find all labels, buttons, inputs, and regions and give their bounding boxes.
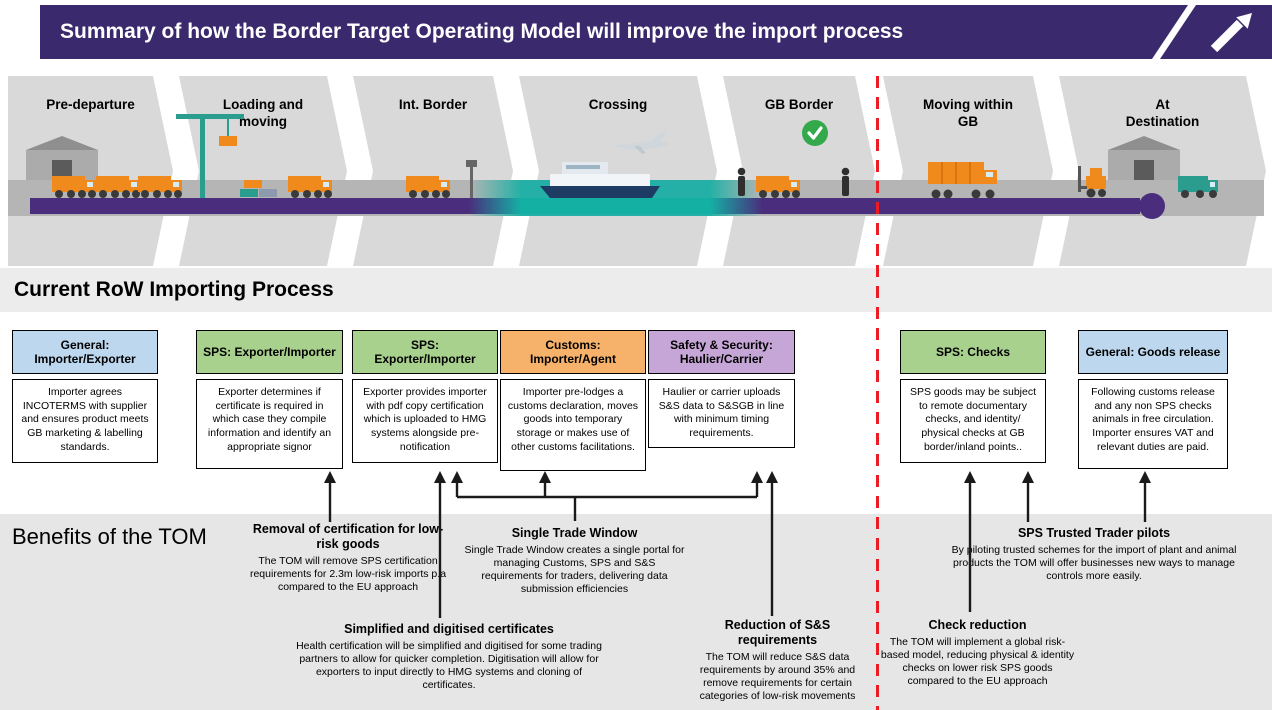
benefit-title: Reduction of S&S requirements bbox=[724, 618, 831, 647]
box-header: SPS: Exporter/Importer bbox=[352, 330, 498, 374]
stage-label: Int. Border bbox=[398, 97, 468, 112]
delivery-truck-icon bbox=[1178, 176, 1218, 198]
truck-icon bbox=[96, 176, 140, 198]
benefit-check-reduction: Check reduction The TOM will implement a… bbox=[880, 618, 1075, 688]
stage-label: At Destination bbox=[1125, 97, 1200, 129]
process-box-sps-checks: SPS: Checks SPS goods may be subject to … bbox=[900, 330, 1046, 463]
truck-icon bbox=[756, 176, 800, 198]
timeline-stage-crossing: Crossing bbox=[519, 76, 717, 266]
truck-icon bbox=[288, 176, 332, 198]
benefit-body: Single Trade Window creates a single por… bbox=[464, 544, 685, 596]
box-header: SPS: Checks bbox=[900, 330, 1046, 374]
container-truck-icon bbox=[928, 162, 997, 199]
border-officer-icon bbox=[737, 167, 746, 196]
warehouse-icon bbox=[26, 136, 98, 180]
timeline-stage-int-border: Int. Border bbox=[353, 76, 513, 266]
border-officer-icon bbox=[841, 167, 850, 196]
benefits-section bbox=[0, 514, 1272, 710]
benefit-body: By piloting trusted schemes for the impo… bbox=[951, 544, 1237, 583]
timeline-stage-loading-moving: Loading and moving bbox=[179, 76, 347, 266]
box-body: Exporter provides importer with pdf copy… bbox=[352, 379, 498, 463]
process-box-sps-exporter-importer-1: SPS: Exporter/Importer Exporter determin… bbox=[196, 330, 343, 469]
crane-icon bbox=[176, 114, 244, 198]
box-body: Following customs release and any non SP… bbox=[1078, 379, 1228, 469]
box-body: Exporter determines if certificate is re… bbox=[196, 379, 343, 469]
forklift-icon bbox=[1078, 166, 1106, 198]
process-box-customs-importer-agent: Customs: Importer/Agent Importer pre-lod… bbox=[500, 330, 646, 471]
benefit-sps-trusted-trader: SPS Trusted Trader pilots By piloting tr… bbox=[945, 526, 1243, 583]
box-header: General: Goods release bbox=[1078, 330, 1228, 374]
benefit-single-trade-window: Single Trade Window Single Trade Window … bbox=[462, 526, 687, 596]
timeline-illustration bbox=[8, 114, 1264, 219]
benefit-title: Single Trade Window bbox=[511, 526, 638, 540]
box-header: Safety & Security: Haulier/Carrier bbox=[648, 330, 795, 374]
current-process-band: Current RoW Importing Process bbox=[0, 268, 1272, 312]
benefit-title: Check reduction bbox=[928, 618, 1027, 632]
process-box-general-importer-exporter: General: Importer/Exporter Importer agre… bbox=[12, 330, 158, 463]
arrow-up-right-icon bbox=[1210, 13, 1252, 53]
ferry-icon bbox=[540, 162, 660, 198]
process-box-safety-security: Safety & Security: Haulier/Carrier Hauli… bbox=[648, 330, 795, 448]
progress-end-dot bbox=[1139, 193, 1165, 219]
benefits-heading: Benefits of the TOM bbox=[12, 524, 207, 549]
box-header: General: Importer/Exporter bbox=[12, 330, 158, 374]
stage-label: Loading and moving bbox=[222, 97, 304, 129]
stage-label: Moving within GB bbox=[923, 97, 1013, 129]
benefit-removal-of-certification: Removal of certification for low-risk go… bbox=[248, 522, 448, 594]
timeline-stage-moving-within-gb: Moving within GB bbox=[883, 76, 1053, 266]
process-box-goods-release: General: Goods release Following customs… bbox=[1078, 330, 1228, 469]
plane-icon bbox=[612, 132, 670, 154]
checkpoint-icon bbox=[466, 160, 477, 198]
box-body: SPS goods may be subject to remote docum… bbox=[900, 379, 1046, 463]
process-box-sps-exporter-importer-2: SPS: Exporter/Importer Exporter provides… bbox=[352, 330, 498, 463]
benefit-simplified-certificates: Simplified and digitised certificates He… bbox=[290, 622, 608, 692]
benefit-title: Removal of certification for low-risk go… bbox=[252, 522, 444, 551]
benefit-title: Simplified and digitised certificates bbox=[344, 622, 554, 636]
benefit-title: SPS Trusted Trader pilots bbox=[1017, 526, 1171, 540]
box-header: SPS: Exporter/Importer bbox=[196, 330, 343, 374]
benefit-body: The TOM will remove SPS certification re… bbox=[249, 555, 447, 594]
containers-icon bbox=[240, 180, 277, 197]
benefit-body: The TOM will implement a global risk-bas… bbox=[880, 636, 1075, 688]
checkmark-icon bbox=[802, 120, 828, 146]
timeline-stage-gb-border: GB Border bbox=[723, 76, 875, 266]
header-bar: Summary of how the Border Target Operati… bbox=[40, 5, 1188, 59]
box-body: Haulier or carrier uploads S&S data to S… bbox=[648, 379, 795, 448]
box-body: Importer pre-lodges a customs declaratio… bbox=[500, 379, 646, 471]
warehouse-icon bbox=[1108, 136, 1180, 180]
box-body: Importer agrees INCOTERMS with supplier … bbox=[12, 379, 158, 463]
stage-label: Crossing bbox=[588, 97, 648, 112]
truck-icon bbox=[138, 176, 182, 198]
benefit-reduction-ss-requirements: Reduction of S&S requirements The TOM wi… bbox=[685, 618, 870, 703]
current-process-heading: Current RoW Importing Process bbox=[14, 278, 334, 301]
stage-label: Pre-departure bbox=[46, 97, 135, 112]
truck-icon bbox=[406, 176, 450, 198]
benefit-body: Health certification will be simplified … bbox=[296, 640, 602, 692]
page-title: Summary of how the Border Target Operati… bbox=[60, 20, 904, 43]
stage-label: GB Border bbox=[764, 97, 834, 112]
box-header: Customs: Importer/Agent bbox=[500, 330, 646, 374]
progress-bar-crossing bbox=[468, 198, 763, 214]
divider-red-dashed-line bbox=[876, 76, 879, 710]
benefit-body: The TOM will reduce S&S data requirement… bbox=[699, 651, 856, 703]
